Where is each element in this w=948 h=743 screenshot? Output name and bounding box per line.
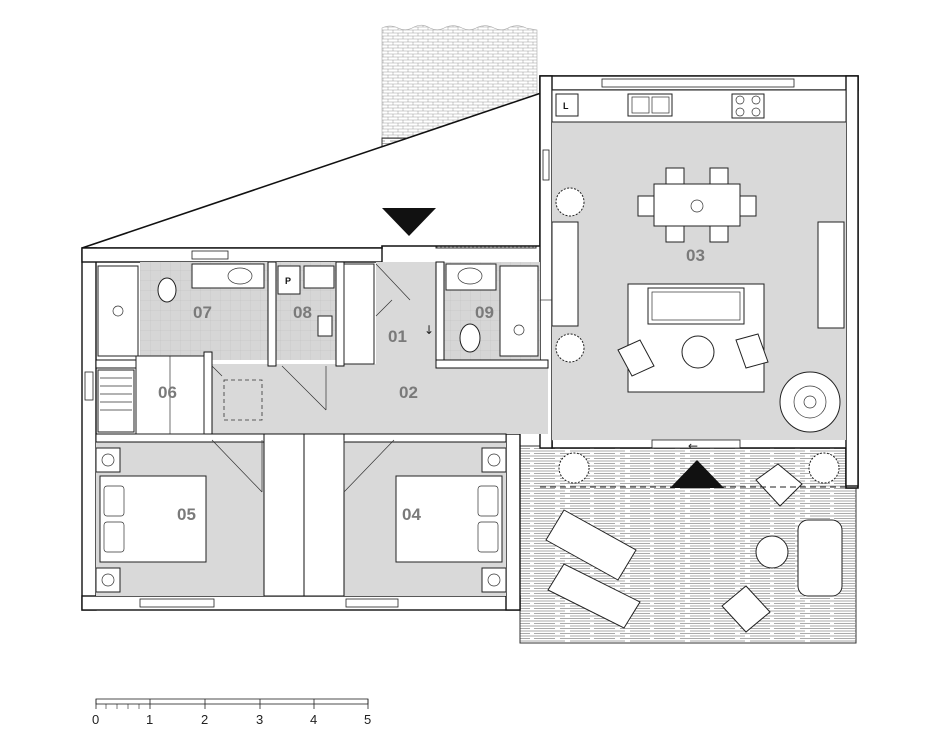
dining-table [637, 167, 757, 243]
hall-floor [212, 262, 548, 436]
terrace-furniture [540, 463, 846, 633]
scale-tick-3: 3 [256, 712, 263, 727]
living-lounge [617, 283, 841, 433]
windows [84, 78, 795, 608]
bath-08 [277, 265, 335, 337]
kitchen [555, 93, 765, 119]
scale-tick-5: 5 [364, 712, 371, 727]
entrance-markers [382, 208, 724, 488]
terrace-entrance-arrow [670, 460, 724, 488]
room-label-01: 01 [388, 327, 407, 346]
bath-09 [445, 263, 539, 357]
pantry-label: P [285, 276, 291, 286]
door-swings [211, 299, 552, 421]
scale-bar: 0 1 2 3 4 5 [92, 698, 371, 727]
bath-07 [97, 263, 265, 357]
main-entrance-arrow [382, 208, 436, 236]
bed-04 [343, 439, 507, 593]
room-label-08: 08 [293, 303, 312, 322]
door-arrow-1: ↓ [424, 323, 434, 337]
room-label-05: 05 [177, 505, 196, 524]
scale-tick-0: 0 [92, 712, 99, 727]
room-label-07: 07 [193, 303, 212, 322]
interior-walls [95, 261, 549, 597]
scale-tick-2: 2 [201, 712, 208, 727]
scale-tick-1: 1 [146, 712, 153, 727]
room-label-02: 02 [399, 383, 418, 402]
door-arrow-2: ← [688, 439, 698, 453]
bed-05 [95, 439, 263, 593]
room-label-03: 03 [686, 246, 705, 265]
room-label-04: 04 [402, 505, 421, 524]
entry-closet [343, 263, 411, 365]
room-06-stairs [97, 355, 205, 435]
scale-tick-4: 4 [310, 712, 317, 727]
laundry-label: L [563, 101, 569, 111]
living-cabinets [551, 221, 845, 329]
plants [555, 187, 840, 484]
room-label-09: 09 [475, 303, 494, 322]
room-label-06: 06 [158, 383, 177, 402]
